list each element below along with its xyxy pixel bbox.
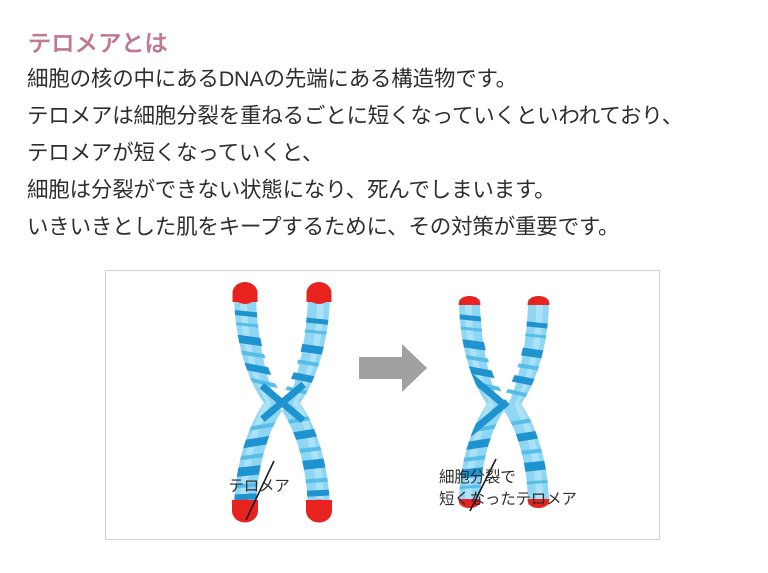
body-text-block: 細胞の核の中にあるDNAの先端にある構造物です。 テロメアは細胞分裂を重ねるごと… xyxy=(27,61,747,246)
right-arrow-icon xyxy=(359,344,427,392)
shortened-telomere-caps xyxy=(458,296,550,508)
normal-telomere-caption: テロメア xyxy=(228,478,290,495)
normal-chromosome-bands xyxy=(234,309,330,501)
body-line-4: 細胞は分裂ができない状態になり、死んでしまいます。 xyxy=(27,178,556,202)
normal-telomere-leader-line xyxy=(245,460,275,521)
shortened-telomere-caption-line2: 短くなったテロメア xyxy=(439,491,577,508)
body-line-5: いきいきとした肌をキープするために、その対策が重要です。 xyxy=(27,215,620,239)
telomere-diagram-svg xyxy=(232,282,550,523)
body-line-1: 細胞の核の中にあるDNAの先端にある構造物です。 xyxy=(27,67,517,91)
shortened-telomere-caption: 細胞分裂で 短くなったテロメア xyxy=(439,467,577,511)
shortened-telomere-leader-line xyxy=(469,458,497,512)
body-line-3: テロメアが短くなっていくと、 xyxy=(27,141,324,165)
normal-telomere-caps xyxy=(232,282,332,523)
shortened-telomere-caption-line1: 細胞分裂で xyxy=(439,469,516,486)
page-title: テロメアとは xyxy=(28,30,168,56)
body-line-2: テロメアは細胞分裂を重ねるごとに短くなっていくといわれており、 xyxy=(27,104,684,128)
telomere-diagram-box: テロメア 細胞分裂で 短くなったテロメア xyxy=(105,270,660,540)
